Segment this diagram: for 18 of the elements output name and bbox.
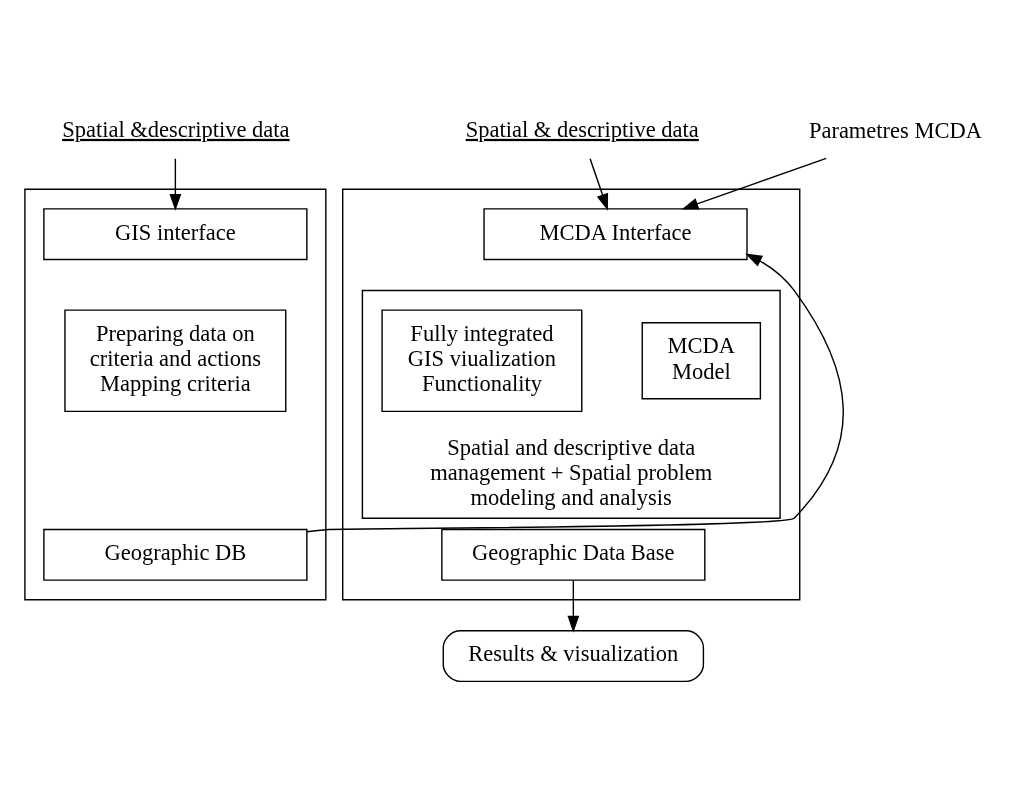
arrow: [169, 157, 182, 211]
arrow: [567, 579, 580, 633]
node-text: Parametres MCDA: [808, 118, 982, 144]
node-box: Results & visualization: [442, 630, 705, 683]
node-box: MCDA Model: [641, 322, 762, 400]
arrow: [589, 157, 609, 211]
cluster: [24, 188, 327, 601]
node-box: Preparing data on criteria and actions Mapping criteria: [64, 309, 287, 413]
node-box: Fully integrated GIS viualization Functionality: [381, 309, 583, 413]
node-box: Geographic DB: [43, 528, 308, 581]
arrow: [306, 253, 844, 533]
node-text: Spatial &descriptive data: [62, 116, 290, 142]
node-box: GIS interface: [43, 208, 308, 261]
arrow: [681, 157, 827, 210]
node-box: MCDA Interface: [483, 208, 748, 261]
cluster: [342, 188, 801, 601]
node-text: Spatial & descriptive data: [465, 116, 699, 142]
node-box: Geographic Data Base: [441, 528, 706, 581]
